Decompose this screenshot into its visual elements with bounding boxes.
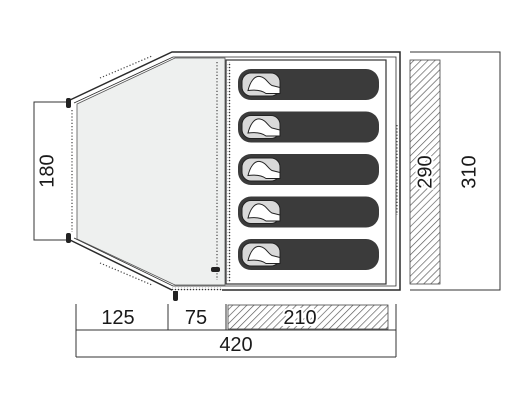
dim-porch-depth: 75 [185,307,207,329]
vestibule-area [76,57,226,286]
sleeping-berth [238,111,379,143]
sleeping-person-icon [247,245,281,264]
dim-total-length: 420 [219,334,252,356]
toggle-icon [173,290,178,301]
dim-total-width: 310 [458,155,480,188]
toggle-icon [66,98,71,108]
sleeping-berths [238,69,379,270]
inner-tent-zip-edge [227,62,231,282]
sleeping-berth [238,69,379,100]
sleeping-berth [238,239,379,270]
sleeping-person-icon [247,160,281,179]
sleeping-berth [238,196,379,228]
toggle-icon [66,233,71,243]
dim-door-width: 180 [36,154,58,187]
dimension-lines [33,51,501,358]
tent-outline [69,51,401,291]
dim-inner-depth: 210 [283,307,316,329]
sleeping-berth [238,154,379,185]
door-toggles [66,98,220,301]
sleeping-person-icon [247,118,281,137]
dim-vestibule-depth: 125 [101,307,134,329]
toggle-icon [211,267,220,272]
zip-detail [172,287,222,291]
inner-depth-hatch [227,304,389,330]
sleeping-person-icon [247,75,281,94]
vestibule-seams [71,55,218,286]
dim-inner-width: 290 [414,155,436,188]
inner-width-hatch [409,59,441,285]
sleeping-person-icon [247,203,281,222]
